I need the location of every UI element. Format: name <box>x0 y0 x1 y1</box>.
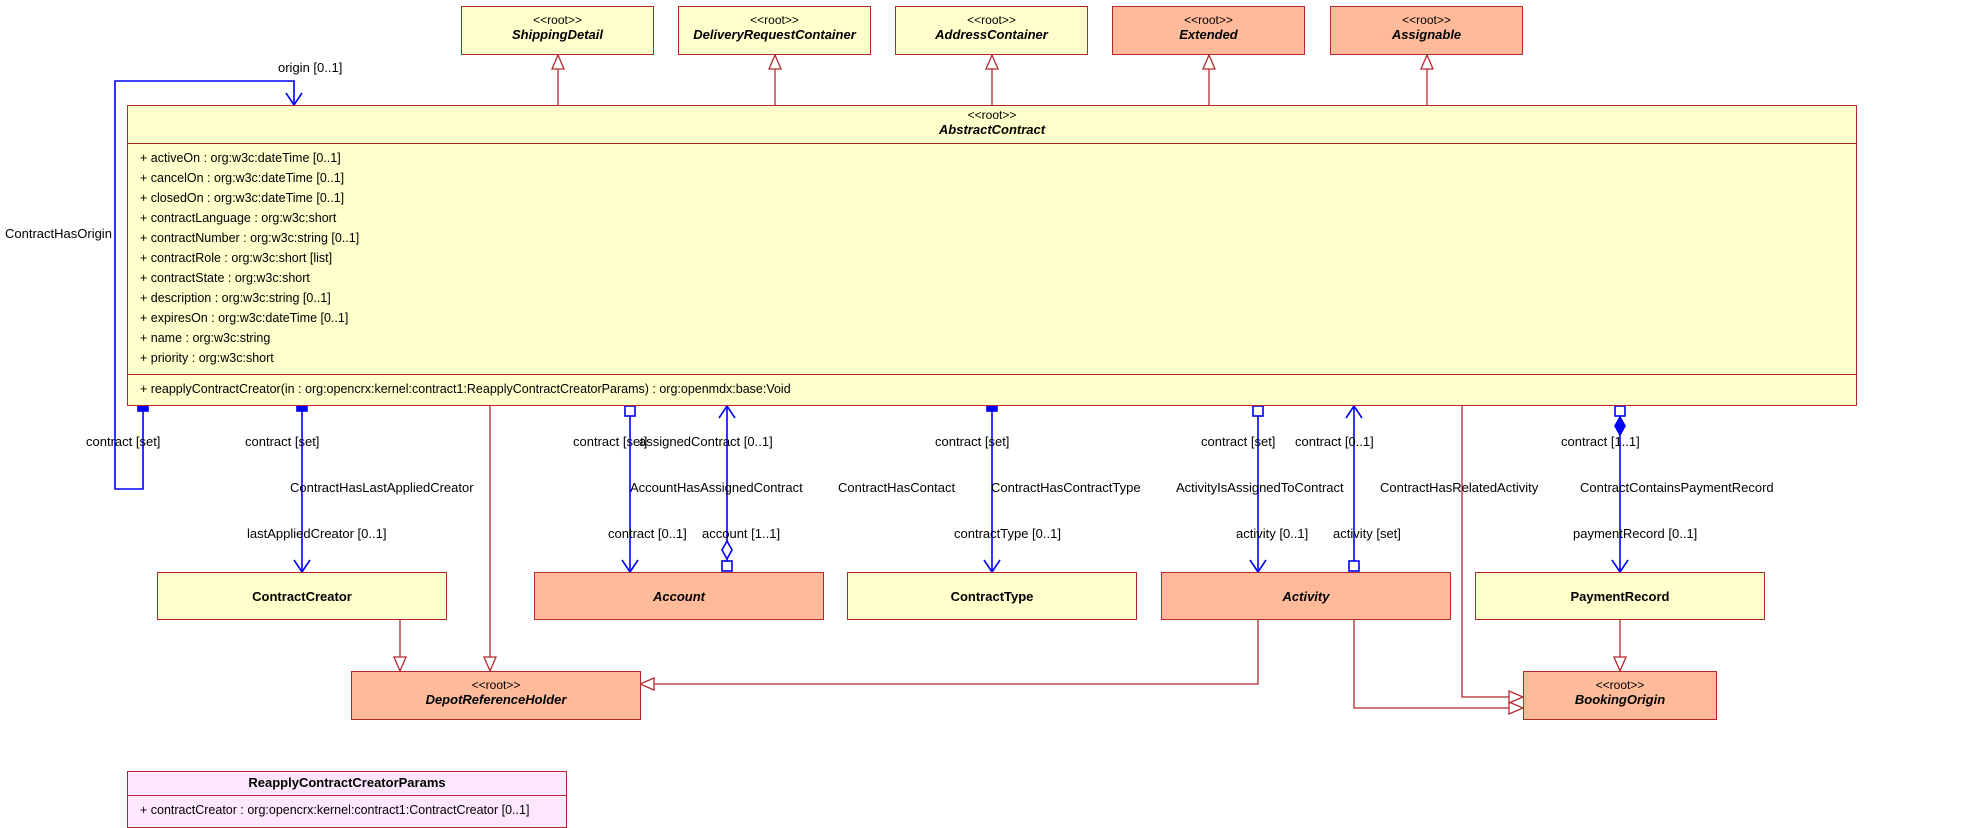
attribute: + priority : org:w3c:short <box>140 351 274 365</box>
label-account-role: account [1..1] <box>702 526 781 541</box>
qualifier-related-activity-end <box>1348 560 1360 572</box>
class-payment-record[interactable]: PaymentRecord <box>1475 572 1765 620</box>
label-origin-role: origin [0..1] <box>278 60 343 75</box>
composition-diamond-payment <box>1614 415 1626 437</box>
label-activity-is-assigned-to-contract: ActivityIsAssignedToContract <box>1176 480 1344 495</box>
class-delivery-request-container[interactable]: <<root>> DeliveryRequestContainer <box>678 6 871 55</box>
class-shipping-detail[interactable]: <<root>> ShippingDetail <box>461 6 654 55</box>
class-account[interactable]: Account <box>534 572 824 620</box>
label-contract-has-contact: ContractHasContact <box>838 480 956 495</box>
stereotype-label: <<root>> <box>1184 13 1233 27</box>
attribute: + contractNumber : org:w3c:string [0..1] <box>140 231 360 245</box>
attribute: + activeOn : org:w3c:dateTime [0..1] <box>140 151 341 165</box>
stereotype-label: <<root>> <box>967 13 1016 27</box>
label-contract-type-role: contractType [0..1] <box>954 526 1061 541</box>
label-contract-role-type: contract [set] <box>935 434 1010 449</box>
attribute: + cancelOn : org:w3c:dateTime [0..1] <box>140 171 345 185</box>
qualifier-contracttype-end <box>986 405 998 412</box>
class-name: Activity <box>1282 588 1330 604</box>
label-contract-has-origin: ContractHasOrigin <box>5 226 112 241</box>
class-reapply-contract-creator-params[interactable]: ReapplyContractCreatorParams + contractC… <box>127 771 567 828</box>
generalization-activity-booking <box>1353 620 1523 708</box>
attribute: + contractRole : org:w3c:short [list] <box>140 251 333 265</box>
class-depot-reference-holder[interactable]: <<root>> DepotReferenceHolder <box>351 671 641 720</box>
label-contract-role-account: contract [0..1] <box>608 526 687 541</box>
operation-compartment: + reapplyContractCreator(in : org:opencr… <box>128 374 1856 399</box>
label-last-applied-creator-role: lastAppliedCreator [0..1] <box>247 526 387 541</box>
generalization-activity-depot <box>640 620 1259 684</box>
attribute: + contractLanguage : org:w3c:short <box>140 211 337 225</box>
class-name: Assignable <box>1391 27 1462 42</box>
stereotype-label: <<root>> <box>967 108 1017 122</box>
label-contract-role-payment: contract [1..1] <box>1561 434 1640 449</box>
label-contract-has-related-activity: ContractHasRelatedActivity <box>1380 480 1539 495</box>
qualifier-origin-end <box>137 405 149 412</box>
class-name: ReapplyContractCreatorParams <box>248 775 446 790</box>
attribute: + expiresOn : org:w3c:dateTime [0..1] <box>140 311 349 325</box>
class-activity[interactable]: Activity <box>1161 572 1451 620</box>
label-contract-has-last-applied-creator: ContractHasLastAppliedCreator <box>290 480 474 495</box>
stereotype-label: <<root>> <box>471 678 521 692</box>
class-contract-type[interactable]: ContractType <box>847 572 1137 620</box>
operation: + reapplyContractCreator(in : org:opencr… <box>140 382 791 396</box>
class-name: DeliveryRequestContainer <box>693 27 856 42</box>
label-contract-role-related: contract [0..1] <box>1295 434 1374 449</box>
attribute-compartment: + activeOn : org:w3c:dateTime [0..1] + c… <box>128 143 1856 374</box>
class-name: ContractCreator <box>252 588 352 604</box>
attribute: + contractCreator : org:opencrx:kernel:c… <box>140 803 530 817</box>
label-activity-set-role: activity [set] <box>1333 526 1401 541</box>
attribute: + name : org:w3c:string <box>140 331 271 345</box>
attribute: + description : org:w3c:string [0..1] <box>140 291 331 305</box>
label-activity-role: activity [0..1] <box>1236 526 1309 541</box>
qualifier-payment-end <box>1614 405 1626 417</box>
class-address-container[interactable]: <<root>> AddressContainer <box>895 6 1088 55</box>
class-name: ContractType <box>950 588 1034 604</box>
class-extended[interactable]: <<root>> Extended <box>1112 6 1305 55</box>
class-booking-origin[interactable]: <<root>> BookingOrigin <box>1523 671 1717 720</box>
stereotype-label: <<root>> <box>1595 678 1645 692</box>
class-name: AbstractContract <box>938 122 1046 137</box>
qualifier-account-end <box>721 560 733 572</box>
stereotype-label: <<root>> <box>533 13 582 27</box>
label-payment-record-role: paymentRecord [0..1] <box>1573 526 1698 541</box>
class-name: DepotReferenceHolder <box>425 692 567 707</box>
label-account-has-assigned-contract: AccountHasAssignedContract <box>630 480 803 495</box>
label-assigned-contract-role: assignedContract [0..1] <box>639 434 773 449</box>
attribute: + closedOn : org:w3c:dateTime [0..1] <box>140 191 345 205</box>
label-contract-role-activity: contract [set] <box>1201 434 1276 449</box>
label-contract-role-creator: contract [set] <box>245 434 320 449</box>
qualifier-creator-end <box>296 405 308 412</box>
class-name: PaymentRecord <box>1570 588 1670 604</box>
label-contract-contains-payment-record: ContractContainsPaymentRecord <box>1580 480 1774 495</box>
attribute: + contractState : org:w3c:short <box>140 271 310 285</box>
class-abstract-contract[interactable]: <<root>> AbstractContract + activeOn : o… <box>127 105 1857 406</box>
assoc-contract-has-origin <box>114 80 294 490</box>
label-contract-has-contract-type: ContractHasContractType <box>991 480 1141 495</box>
qualifier-activity-end <box>1252 405 1264 417</box>
label-contract-role-contact: contract [set] <box>573 434 648 449</box>
aggregation-diamond-account <box>721 539 733 561</box>
class-contract-creator[interactable]: ContractCreator <box>157 572 447 620</box>
qualifier-contact-end <box>624 405 636 417</box>
class-name: Account <box>653 588 705 604</box>
attribute-compartment: + contractCreator : org:opencrx:kernel:c… <box>128 795 566 820</box>
stereotype-label: <<root>> <box>750 13 799 27</box>
class-name: AddressContainer <box>935 27 1048 42</box>
generalization-contract-booking <box>1461 406 1523 697</box>
label-contract-role-origin: contract [set] <box>86 434 161 449</box>
class-name: BookingOrigin <box>1574 692 1666 707</box>
class-assignable[interactable]: <<root>> Assignable <box>1330 6 1523 55</box>
class-name: ShippingDetail <box>512 27 603 42</box>
class-name: Extended <box>1179 27 1238 42</box>
stereotype-label: <<root>> <box>1402 13 1451 27</box>
